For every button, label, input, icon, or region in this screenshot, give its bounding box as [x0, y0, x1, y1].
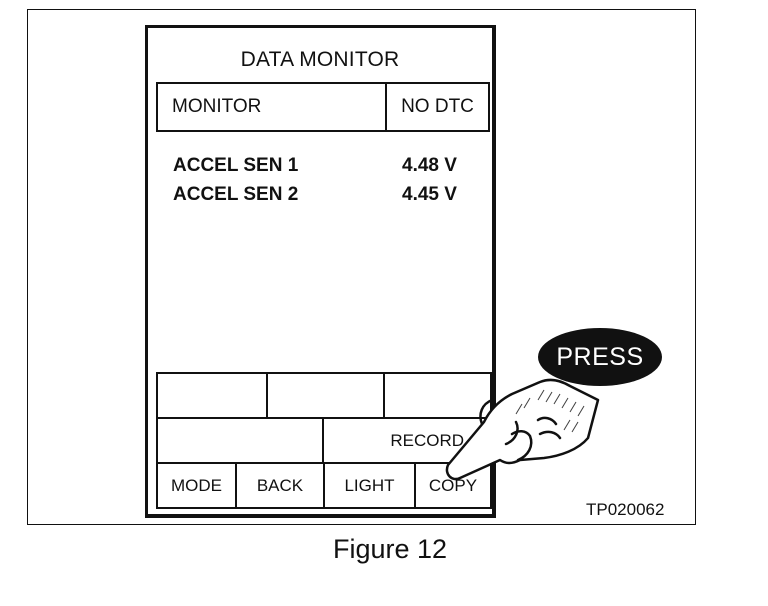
touch-button-panel: RECORD MODE BACK LIGHT COPY: [156, 372, 492, 509]
list-item: ACCEL SEN 1 4.48 V: [173, 151, 473, 180]
record-button[interactable]: RECORD: [390, 430, 464, 450]
button-row-3: MODE BACK LIGHT COPY: [158, 464, 490, 507]
light-button[interactable]: LIGHT: [325, 464, 416, 507]
figure-code: TP020062: [586, 500, 665, 519]
item-label: ACCEL SEN 1: [173, 154, 299, 176]
item-label: ACCEL SEN 2: [173, 183, 299, 205]
item-value: 4.45 V: [402, 183, 457, 205]
back-button[interactable]: BACK: [237, 464, 325, 507]
figure-caption-text: Figure 12: [332, 534, 448, 564]
consult-device-screen: DATA MONITOR MONITOR NO DTC ACCEL SEN 1 …: [145, 25, 496, 518]
dtc-status: NO DTC: [401, 96, 474, 117]
blank-button-1[interactable]: [158, 374, 268, 417]
mode-button[interactable]: MODE: [158, 464, 237, 507]
blank-button-2[interactable]: [268, 374, 385, 417]
monitor-data-list: ACCEL SEN 1 4.48 V ACCEL SEN 2 4.45 V: [173, 151, 473, 209]
pointing-hand-icon: [445, 378, 600, 481]
copy-button[interactable]: COPY: [428, 475, 478, 495]
figure-caption: Figure 12: [0, 534, 768, 565]
button-row-2: RECORD: [158, 419, 490, 464]
button-row-1: [158, 374, 490, 419]
blank-button-4[interactable]: [158, 419, 324, 462]
press-label: PRESS: [556, 342, 644, 371]
header-row: MONITOR NO DTC: [156, 82, 490, 132]
monitor-label: MONITOR: [158, 84, 387, 130]
list-item: ACCEL SEN 2 4.45 V: [173, 180, 473, 209]
screen-title: DATA MONITOR: [240, 48, 400, 71]
figure-frame: [27, 9, 696, 525]
item-value: 4.48 V: [402, 154, 457, 176]
press-callout: PRESS: [538, 328, 662, 386]
